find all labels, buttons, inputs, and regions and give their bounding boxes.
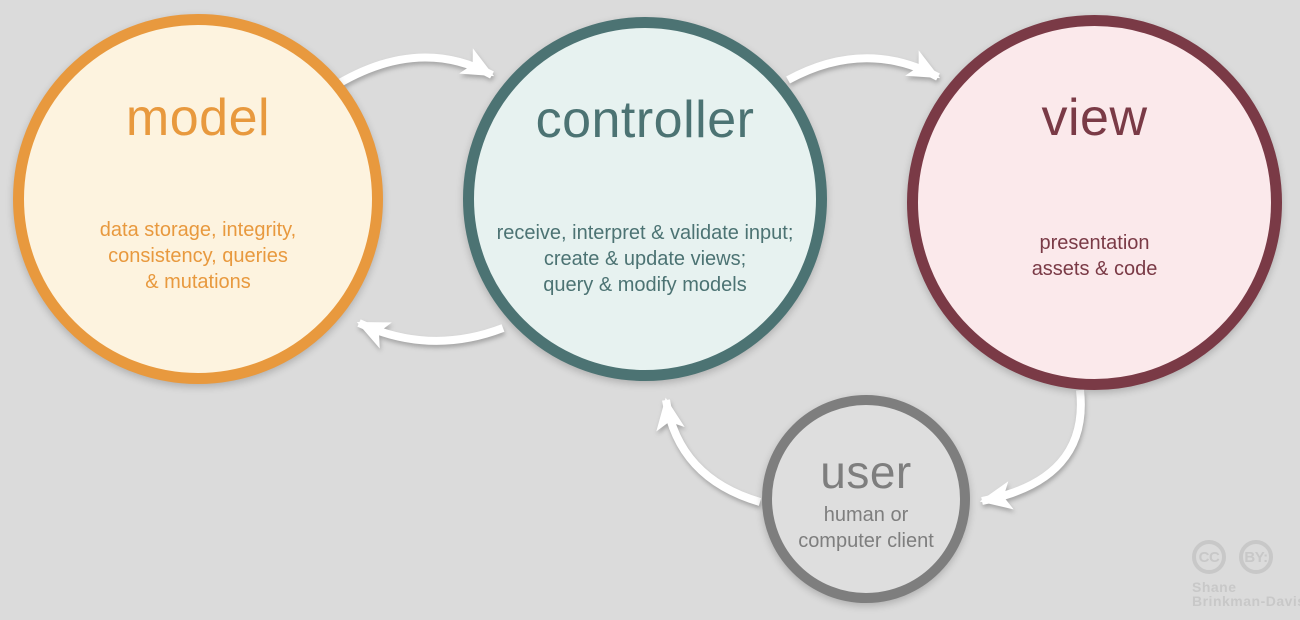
description-line: create & update views;: [543, 248, 747, 270]
node-user: user human or computer client: [762, 395, 970, 603]
node-view: view presentation assets & code: [907, 15, 1282, 390]
arrow-controller-to-view-icon: [786, 50, 941, 84]
description-line: consistency, queries: [108, 245, 288, 267]
node-user-title: user: [820, 446, 912, 498]
author-line: Brinkman-Davis: [1192, 593, 1300, 609]
cc-badge-icon: CC: [1192, 540, 1226, 574]
author-line: Shane: [1192, 579, 1237, 595]
node-controller-description: receive, interpret & validate input; cre…: [474, 220, 816, 298]
node-user-description: human or computer client: [772, 502, 960, 554]
license-credit: CC BY: Shane Brinkman-Davis: [1192, 540, 1300, 609]
description-line: assets & code: [1031, 258, 1158, 280]
description-line: computer client: [798, 530, 934, 552]
node-controller-title: controller: [535, 91, 755, 149]
node-model-description: data storage, integrity, consistency, qu…: [24, 217, 372, 295]
arrow-controller-to-model-icon: [356, 319, 505, 349]
node-view-title: view: [1041, 89, 1148, 147]
node-controller: controller receive, interpret & validate…: [463, 17, 827, 381]
description-line: query & modify models: [543, 274, 747, 296]
description-line: presentation: [1039, 232, 1150, 254]
by-badge-icon: BY:: [1239, 540, 1273, 574]
node-model-title: model: [125, 89, 271, 147]
node-model: model data storage, integrity, consisten…: [13, 14, 383, 384]
description-line: human or: [823, 504, 909, 526]
description-line: receive, interpret & validate input;: [496, 222, 794, 244]
license-badges: CC BY:: [1192, 540, 1292, 574]
description-line: & mutations: [145, 271, 251, 293]
arrow-model-to-controller-icon: [335, 48, 495, 88]
author-credit: Shane Brinkman-Davis: [1192, 579, 1300, 609]
arrow-user-to-controller-icon: [656, 397, 762, 506]
arrow-view-to-user-icon: [979, 389, 1085, 510]
node-view-description: presentation assets & code: [918, 230, 1271, 282]
description-line: data storage, integrity,: [99, 219, 297, 241]
